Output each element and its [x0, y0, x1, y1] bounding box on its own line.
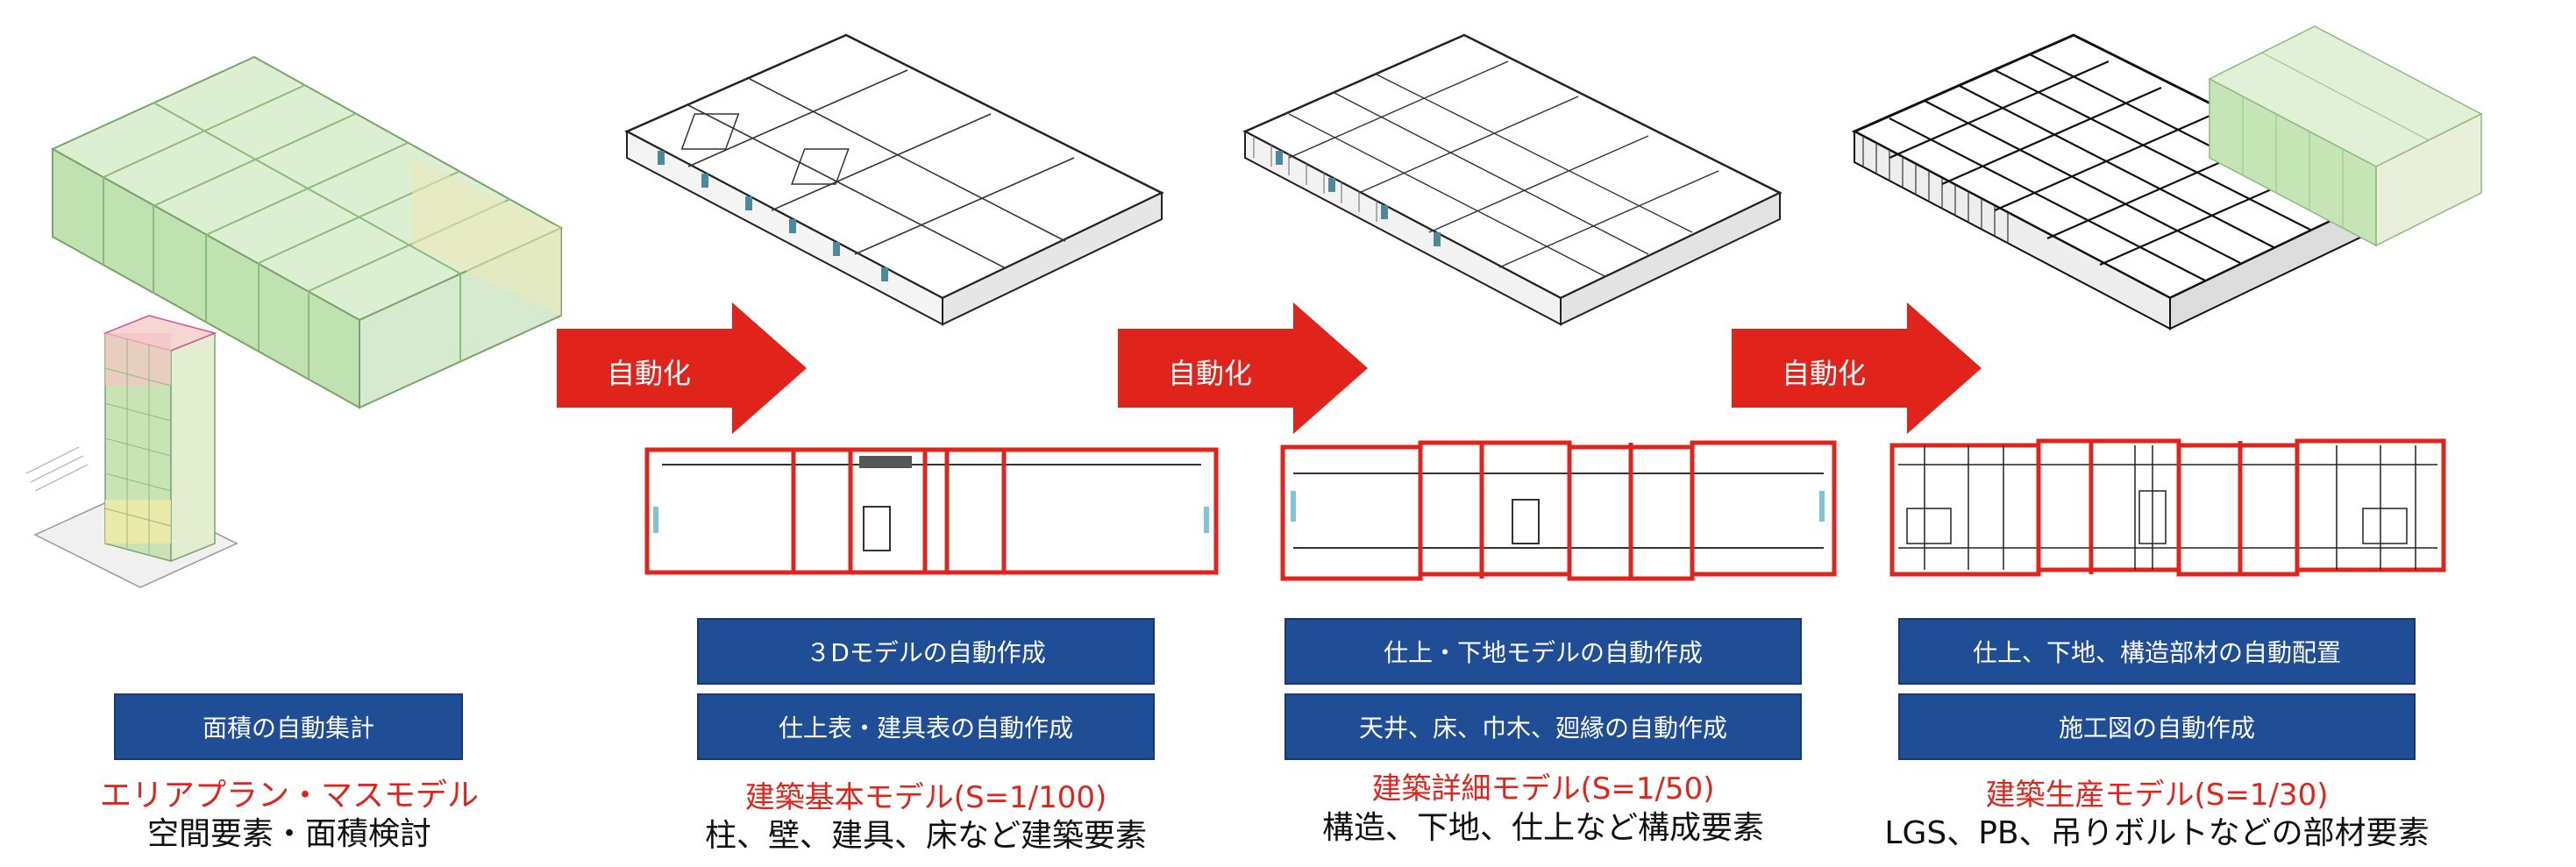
feature-box-area-aggregation: 面積の自動集計	[114, 693, 463, 760]
column-subtitle-production-model: LGS、PB、吊りボルトなどの部材要素	[1884, 815, 2430, 851]
automation-arrow-label: 自動化	[1167, 357, 1252, 390]
detail-model-illustration	[1242, 33, 1783, 326]
mini-mass-model-illustration	[2208, 25, 2483, 247]
feature-box-member-placement: 仕上、下地、構造部材の自動配置	[1898, 618, 2416, 685]
automation-arrow-label: 自動化	[1781, 357, 1866, 390]
feature-box-finish-base-model: 仕上・下地モデルの自動作成	[1284, 618, 1802, 685]
production-model-illustration	[1851, 33, 2393, 330]
column-title-area-plan: エリアプラン・マスモデル	[99, 778, 479, 814]
column-subtitle-area-plan: 空間要素・面積検討	[146, 816, 431, 852]
column-title-detail-model: 建築詳細モデル(S=1/50)	[1371, 771, 1715, 807]
column-title-production-model: 建築生産モデル(S=1/30)	[1985, 778, 2329, 813]
feature-box-3d-model-creation: ３Dモデルの自動作成	[697, 618, 1155, 685]
feature-box-construction-drawing: 施工図の自動作成	[1898, 693, 2416, 760]
basic-model-illustration	[624, 33, 1164, 326]
mass-model-illustration	[50, 55, 564, 409]
automation-arrow-3: 自動化	[1732, 302, 1982, 434]
section-drawing-detail	[1280, 440, 1837, 581]
automation-arrow-label: 自動化	[606, 357, 691, 390]
column-subtitle-basic-model: 柱、壁、建具、床など建築要素	[704, 818, 1147, 854]
tower-illustration	[25, 315, 238, 588]
feature-box-ceiling-floor-creation: 天井、床、巾木、廻縁の自動作成	[1284, 693, 1802, 760]
section-drawing-production	[1889, 438, 2446, 577]
column-subtitle-detail-model: 構造、下地、仕上など構成要素	[1321, 810, 1764, 846]
column-title-basic-model: 建築基本モデル(S=1/100)	[744, 780, 1107, 815]
section-drawing-basic	[644, 447, 1219, 575]
automation-arrow-1: 自動化	[557, 302, 807, 434]
automation-arrow-2: 自動化	[1118, 302, 1368, 434]
feature-box-schedule-creation: 仕上表・建具表の自動作成	[697, 693, 1155, 760]
